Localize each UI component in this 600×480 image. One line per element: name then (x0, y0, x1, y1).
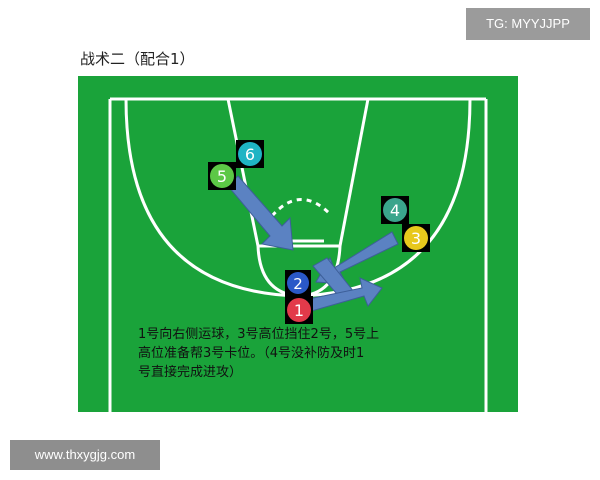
player-3: 3 (402, 224, 430, 252)
player-1-number: 1 (294, 301, 304, 320)
watermark-top: TG: MYYJJPP (466, 8, 590, 40)
lane-right (338, 98, 370, 247)
player-3-number: 3 (411, 229, 421, 248)
player-2-number: 2 (293, 275, 303, 293)
description-line: 号直接完成进攻） (138, 365, 243, 380)
description-line: 高位准备帮3号卡位。（4号没补防及时1 (138, 346, 365, 361)
player-1: 1 (285, 296, 313, 324)
basketball-court: 1 2 3 4 5 6 (78, 76, 518, 412)
free-throw-circle-upper (270, 198, 332, 217)
player-4: 4 (381, 196, 409, 224)
player-4-number: 4 (390, 201, 400, 220)
diagram-title: 战术二（配合1） (80, 50, 195, 68)
player-2: 2 (285, 270, 311, 296)
player-5-number: 5 (217, 167, 227, 186)
lane-left (226, 98, 260, 247)
court-diagram: 1 2 3 4 5 6 (108, 97, 488, 412)
three-point-arc (124, 98, 472, 298)
arrow-player5 (227, 175, 294, 251)
player-5: 5 (208, 162, 236, 190)
arrow-player1 (303, 277, 383, 313)
watermark-bottom: www.thxygjg.com (10, 440, 160, 470)
movement-arrows (227, 175, 399, 313)
player-6: 6 (236, 140, 264, 168)
player-6-number: 6 (245, 145, 255, 164)
tactic-description: 1号向右侧运球，3号高位挡住2号，5号上 高位准备帮3号卡位。（4号没补防及时1… (138, 325, 468, 382)
description-line: 1号向右侧运球，3号高位挡住2号，5号上 (138, 327, 380, 342)
